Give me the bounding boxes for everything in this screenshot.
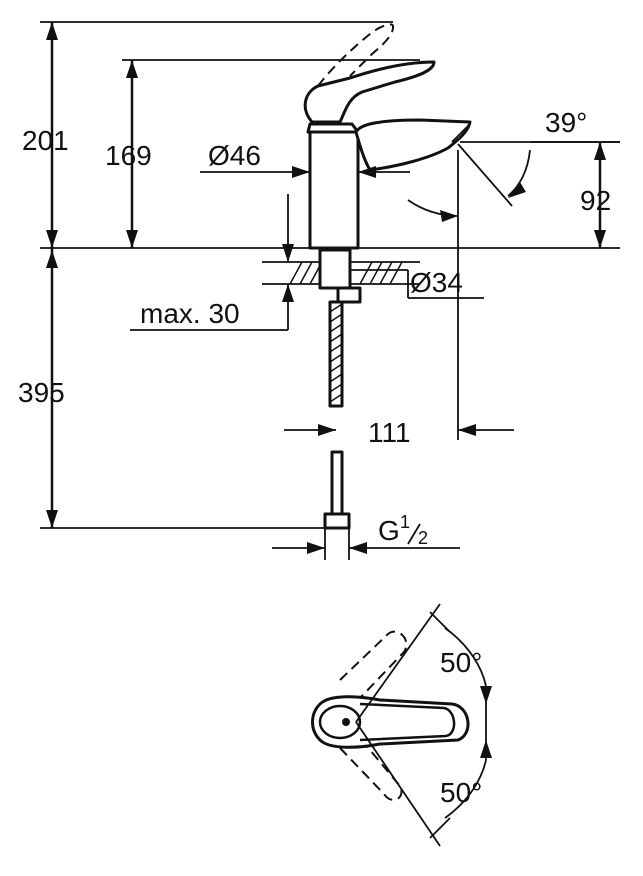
rotation-left-label: 50° xyxy=(440,647,482,678)
handle-top-inner xyxy=(318,704,362,740)
dimension-max-30-label: max. 30 xyxy=(140,298,240,329)
hose-connector xyxy=(323,512,351,530)
mounting-nut xyxy=(336,286,362,304)
connection-thread-prefix: G xyxy=(378,515,400,546)
connection-thread-denominator: 2 xyxy=(418,528,428,548)
dimension-92: 92 xyxy=(580,142,611,248)
faucet-side-view xyxy=(303,23,513,250)
dimension-395: 395 xyxy=(18,248,65,528)
dimension-169: 169 xyxy=(105,60,152,248)
dimension-201-label: 201 xyxy=(22,125,69,156)
dimension-111-label: 111 xyxy=(368,417,411,448)
lever-raised-outline xyxy=(317,23,395,87)
dimension-max-30: max. 30 xyxy=(130,194,294,331)
dimension-201: 201 xyxy=(22,22,69,248)
handle-rotated-left-outline xyxy=(339,630,408,699)
dimension-angle-39: 39° xyxy=(407,107,620,222)
dimension-diameter-46: Ø46 xyxy=(200,140,410,178)
flexible-hose-lower xyxy=(330,450,344,518)
dimension-diameter-34: Ø34 xyxy=(350,267,484,299)
counter-and-shank xyxy=(262,248,420,530)
dimension-diameter-46-label: Ø46 xyxy=(208,140,261,171)
dimension-92-label: 92 xyxy=(580,185,611,216)
counter-hatching-right xyxy=(359,261,403,285)
faucet-top-view: 50° 50° xyxy=(311,603,492,847)
dimension-395-label: 395 xyxy=(18,377,65,408)
dimension-angle-39-label: 39° xyxy=(545,107,587,138)
counter-hatching-left xyxy=(289,261,323,285)
connection-thread-numerator: 1 xyxy=(400,512,410,532)
lever-handle xyxy=(303,60,436,124)
dimension-111: 111 xyxy=(284,417,514,448)
dimension-diameter-34-label: Ø34 xyxy=(410,267,463,298)
dimension-connection-thread: G 1 2 xyxy=(272,512,460,560)
faucet-body xyxy=(308,130,360,250)
faucet-spout xyxy=(354,118,472,172)
dimension-169-label: 169 xyxy=(105,140,152,171)
rotation-right-label: 50° xyxy=(440,777,482,808)
shank-block xyxy=(318,248,352,290)
